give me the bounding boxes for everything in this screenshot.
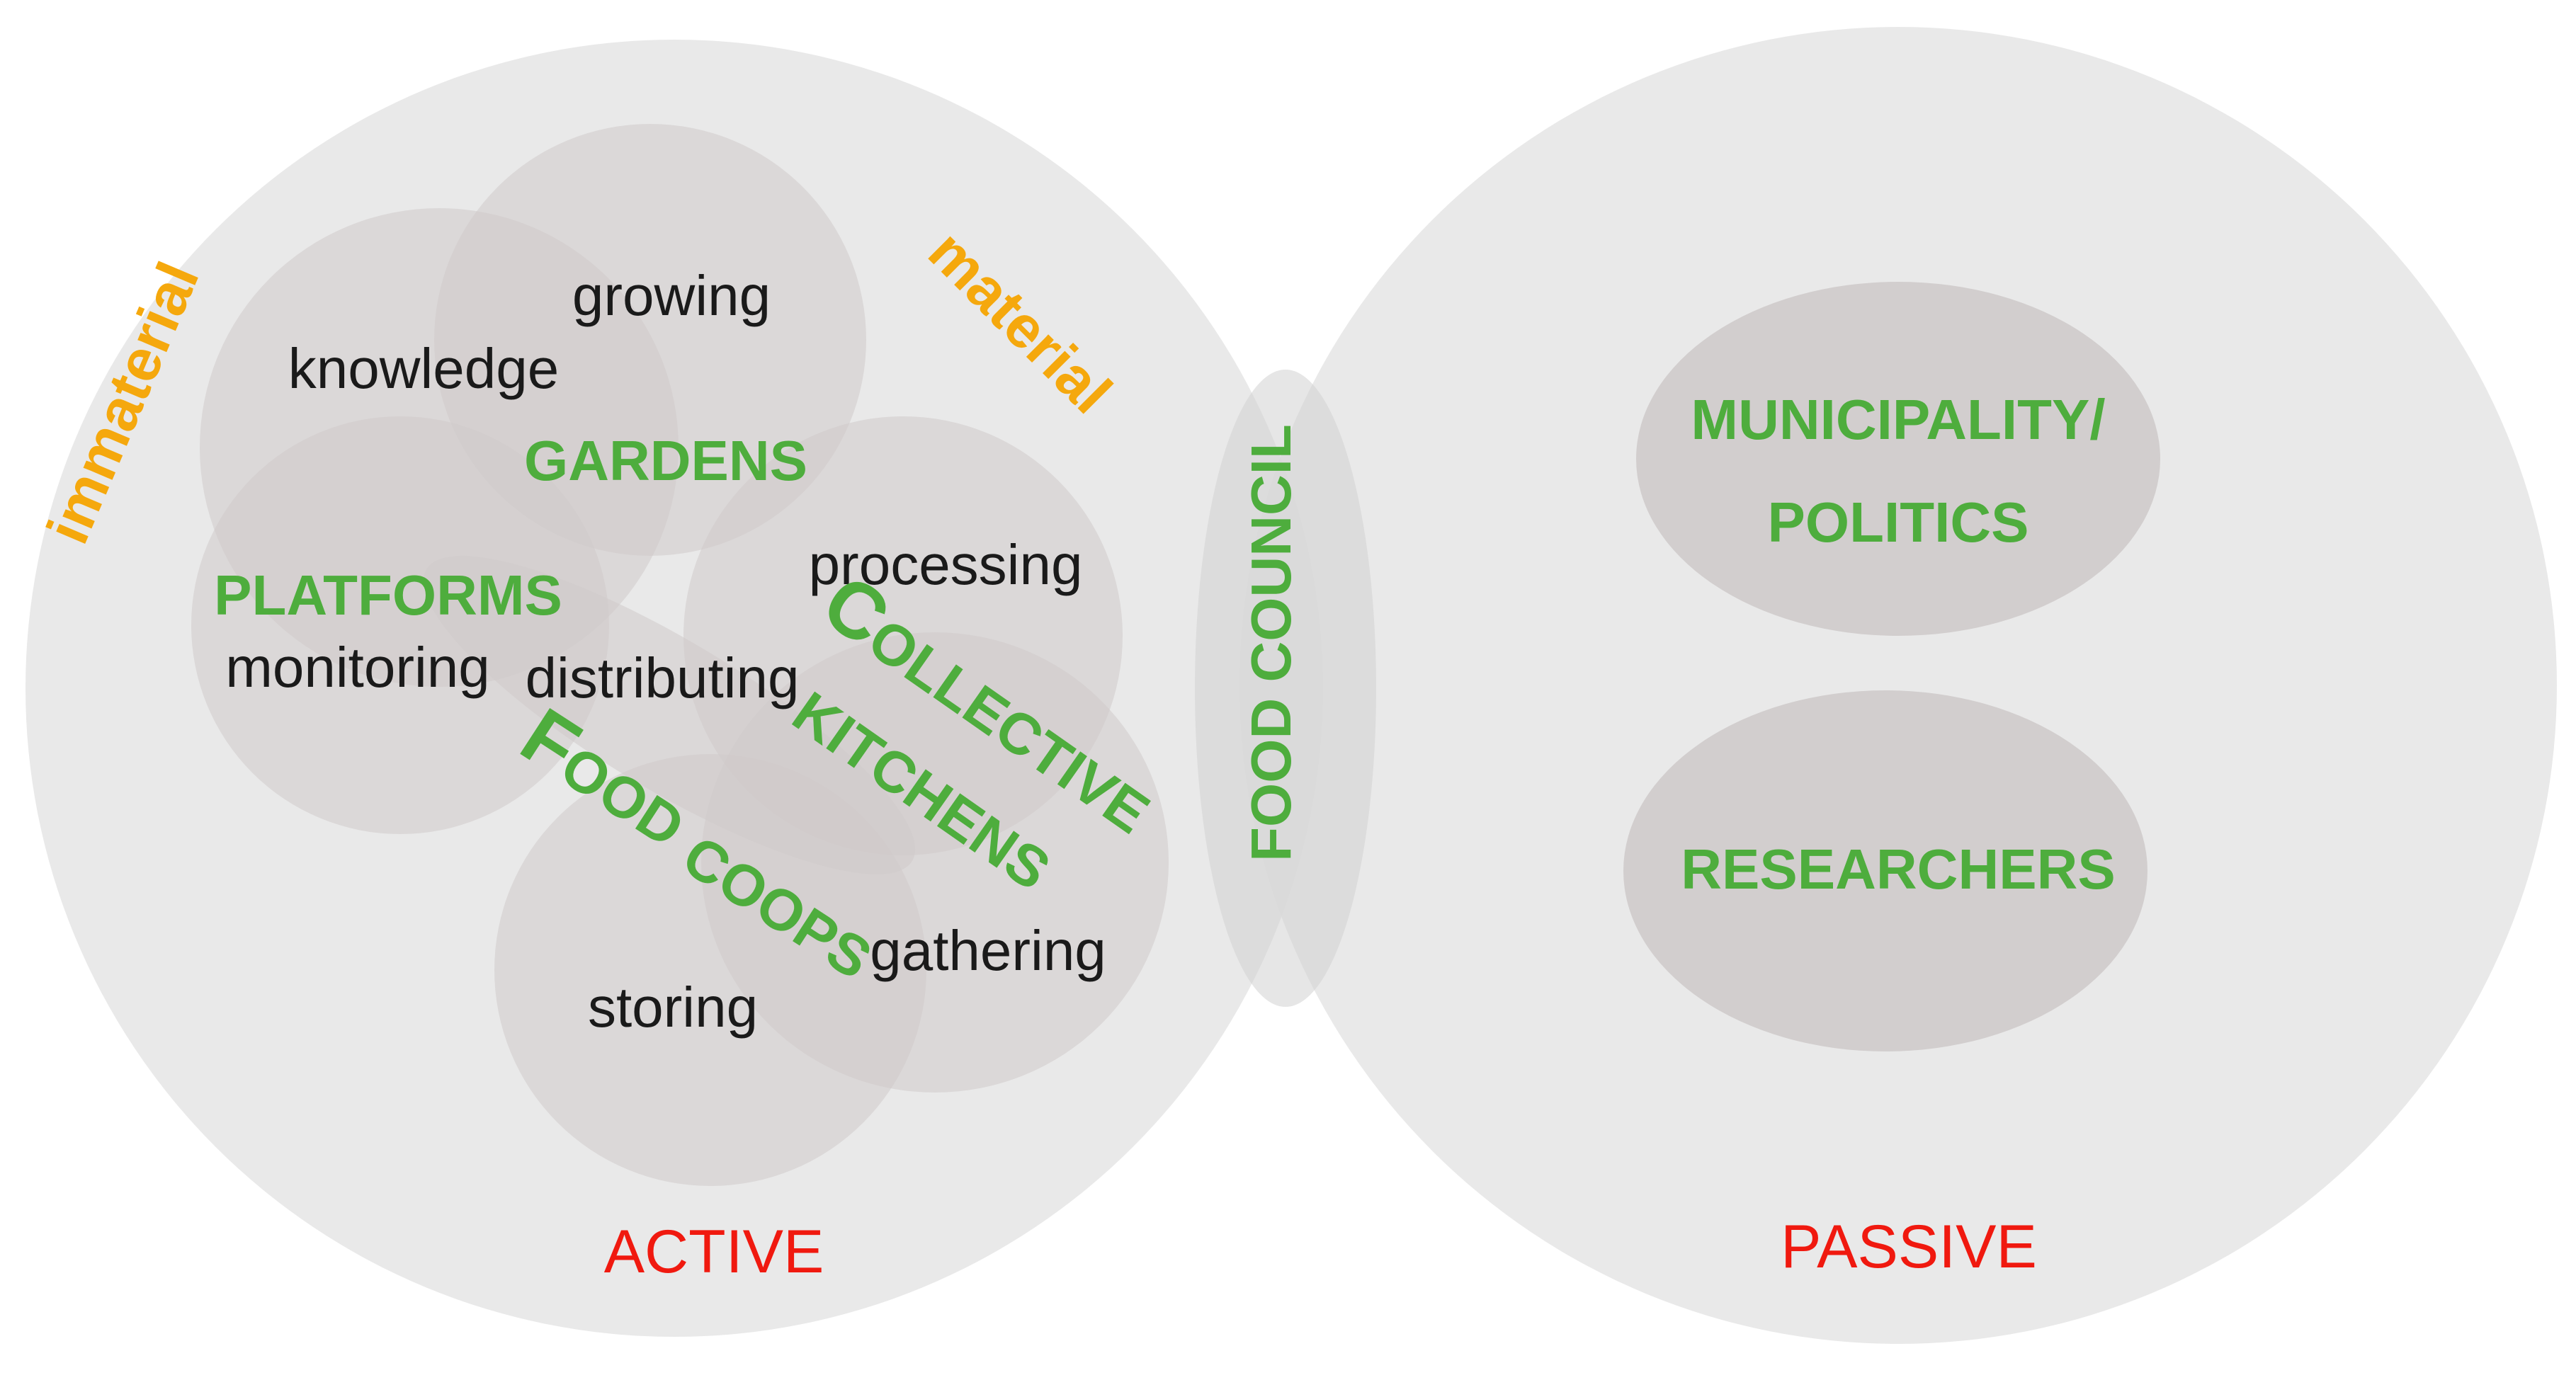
activity-growing: growing (572, 264, 771, 327)
platforms-circle (191, 416, 609, 834)
activity-monitoring: monitoring (225, 636, 490, 699)
actor-gardens: GARDENS (524, 429, 807, 492)
food-coops-ellipse (423, 556, 916, 874)
actor-researchers: RESEARCHERS (1681, 838, 2115, 901)
actor-platforms: PLATFORMS (214, 564, 562, 627)
passive-circle (1239, 27, 2557, 1344)
municipality-ellipse (1636, 282, 2160, 636)
gardens-circle-right (434, 124, 866, 556)
group-passive: PASSIVE (1781, 1213, 2037, 1281)
activity-gathering: gathering (870, 919, 1106, 982)
active-actor-blobs (191, 124, 1169, 1186)
passive-actor-blobs (1623, 282, 2160, 1051)
researchers-ellipse (1623, 690, 2147, 1051)
activity-knowledge: knowledge (288, 337, 560, 400)
activity-processing: processing (809, 533, 1083, 596)
actor-politics: POLITICS (1768, 491, 2029, 554)
activity-storing: storing (588, 976, 758, 1039)
actor-municipality: MUNICIPALITY/ (1691, 388, 2105, 451)
bridge-food-council: FOOD COUNCIL (1239, 424, 1303, 862)
food-council-overlap (1195, 370, 1376, 1007)
activity-distributing: distributing (526, 646, 800, 709)
group-active: ACTIVE (604, 1218, 824, 1286)
